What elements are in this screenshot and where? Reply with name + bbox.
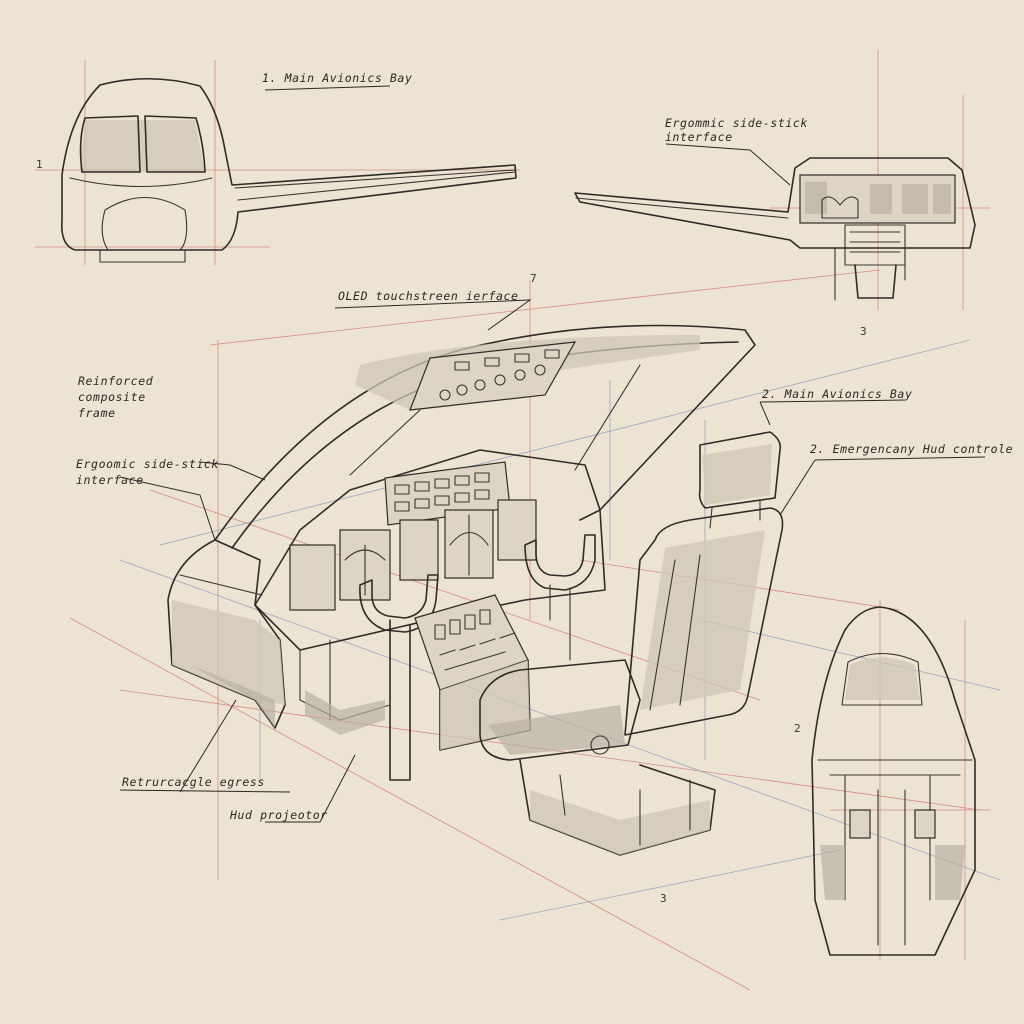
glareshield-buttons (394, 472, 490, 512)
view-number-top-left: 1 (36, 158, 43, 171)
pedestal-controls (434, 609, 516, 671)
rear-view-top-right: 3 (574, 157, 976, 338)
label-main-avionics-bay-1: 1. Main Avionics Bay (262, 71, 412, 85)
label-oled-touchscreen: OLED touchstreen ierface (338, 289, 519, 303)
front-view-top-left: 1 (36, 77, 517, 263)
label-retractable-egress: Retrurcacgle egress (122, 775, 265, 789)
pilot-seat (479, 431, 784, 856)
leader-lines (119, 85, 986, 823)
label-sidestick-2: interface (76, 473, 144, 487)
annotations: 1. Main Avionics Bay Ergommic side-stick… (76, 71, 1013, 822)
label-sidestick-top-right-1: Ergommic side-stick (665, 116, 808, 130)
view-number-bottom-right: 2 (794, 722, 801, 735)
cockpit-perspective-main: 7 3 (167, 272, 784, 905)
view-number-top-right: 3 (860, 325, 867, 338)
plan-view-bottom-right: 2 (794, 606, 976, 956)
label-reinforced-2: composite (78, 390, 146, 404)
label-sidestick-top-right-2: interface (665, 130, 733, 144)
view-number-bottom-center: 3 (660, 892, 667, 905)
label-hud-projector: Hud projeotor (229, 808, 328, 822)
label-reinforced-1: Reinforced (78, 374, 154, 388)
view-number-center-top: 7 (530, 272, 537, 285)
label-sidestick-1: Ergoomic side-stick (76, 457, 219, 471)
label-emergency-hud: 2. Emergencany Hud controle (810, 442, 1013, 456)
overhead-switches (439, 349, 560, 401)
label-reinforced-3: frame (78, 406, 116, 420)
label-main-avionics-bay-2: 2. Main Avionics Bay (762, 387, 912, 401)
